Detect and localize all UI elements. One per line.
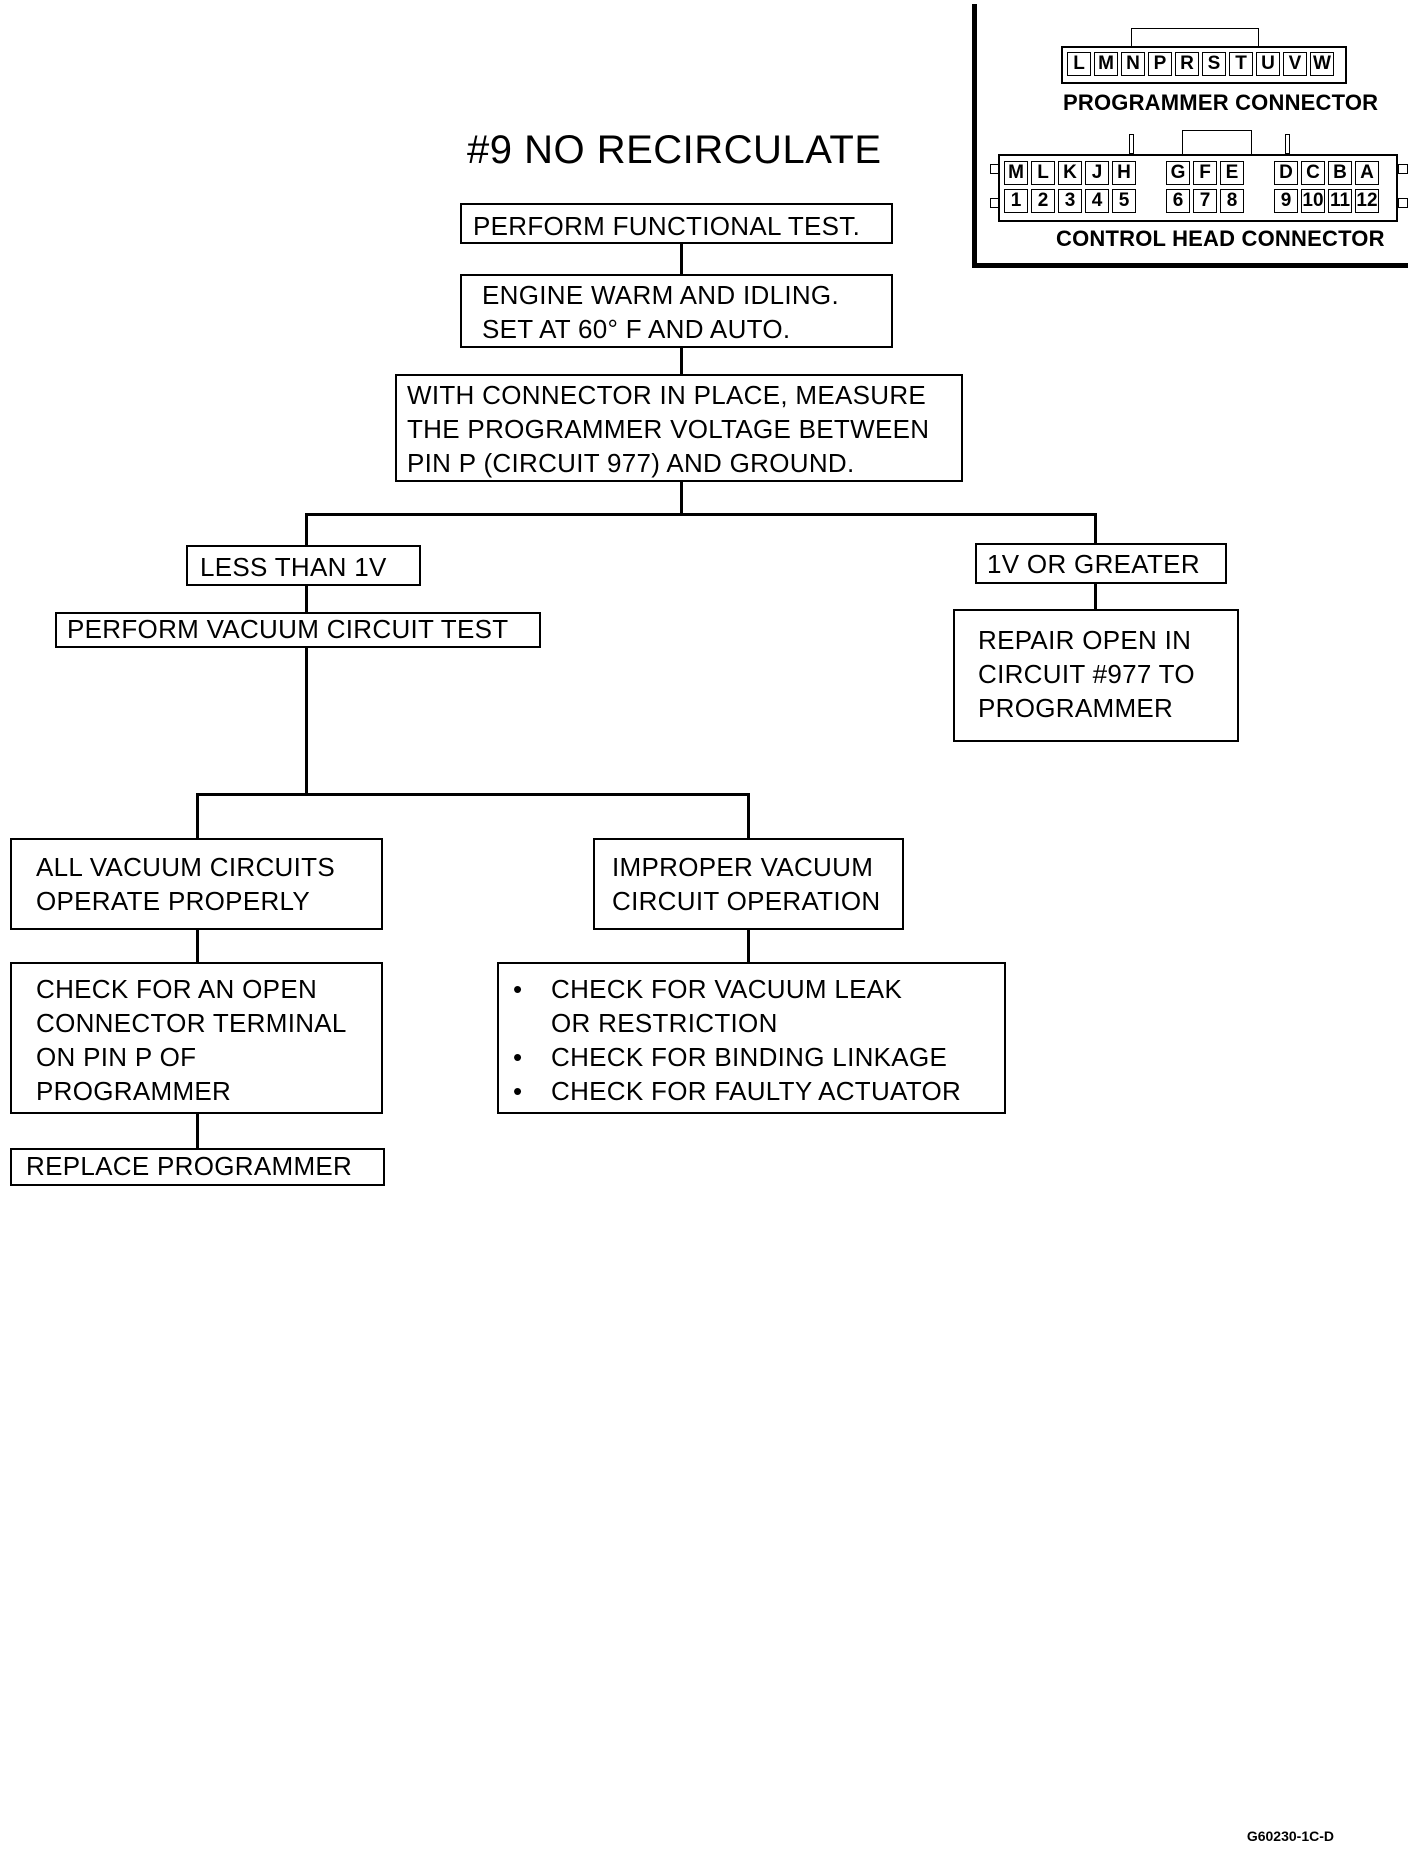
bullet-icon: • [513, 974, 523, 1004]
control-head-latch [1182, 130, 1252, 155]
programmer-pin: S [1202, 52, 1226, 76]
connector-line [305, 648, 308, 795]
programmer-pin: P [1148, 52, 1172, 76]
connector-line [747, 928, 750, 962]
check-open-terminal-box: CHECK FOR AN OPEN CONNECTOR TERMINAL ON … [10, 962, 383, 1114]
control-head-pin-number: 6 [1166, 189, 1190, 213]
bullet-icon: • [513, 1076, 523, 1106]
control-head-pin-letter: H [1112, 161, 1136, 185]
programmer-pin: N [1121, 52, 1145, 76]
measure-voltage-box: WITH CONNECTOR IN PLACE, MEASURE THE PRO… [395, 374, 963, 482]
control-head-pin-letter: D [1274, 161, 1298, 185]
control-head-pin-number [1247, 189, 1271, 213]
control-head-tab [990, 164, 1000, 174]
control-head-pin-number: 9 [1274, 189, 1298, 213]
less-than-1v-box: LESS THAN 1V [186, 545, 421, 586]
branch-line [196, 793, 749, 796]
list-item: •CHECK FOR FAULTY ACTUATOR [513, 1076, 962, 1106]
control-head-pin-letter: F [1193, 161, 1217, 185]
control-head-pin-letter: K [1058, 161, 1082, 185]
programmer-pin: R [1175, 52, 1199, 76]
control-head-pin-number: 8 [1220, 189, 1244, 213]
repair-open-box: REPAIR OPEN IN CIRCUIT #977 TO PROGRAMME… [953, 609, 1239, 742]
perform-functional-test-box: PERFORM FUNCTIONAL TEST. [460, 203, 893, 244]
control-head-pin-number: 2 [1031, 189, 1055, 213]
programmer-pin: U [1256, 52, 1280, 76]
control-head-shell [998, 154, 1398, 222]
control-head-key [1285, 134, 1290, 154]
programmer-pin: T [1229, 52, 1253, 76]
improper-operation-box: IMPROPER VACUUM CIRCUIT OPERATION [593, 838, 904, 930]
bullet-icon: • [513, 1042, 523, 1072]
programmer-pin: V [1283, 52, 1307, 76]
control-head-pin-letter: L [1031, 161, 1055, 185]
list-item: •CHECK FOR VACUUM LEAK [513, 974, 903, 1004]
control-head-pin-letter: C [1301, 161, 1325, 185]
perform-vacuum-test-box: PERFORM VACUUM CIRCUIT TEST [55, 612, 541, 648]
control-head-pin-letter: M [1004, 161, 1028, 185]
programmer-pin: M [1094, 52, 1118, 76]
control-head-connector-label: CONTROL HEAD CONNECTOR [1056, 226, 1385, 251]
control-head-pin-letter [1247, 161, 1271, 185]
connector-line [747, 793, 750, 841]
control-head-pin-letter: J [1085, 161, 1109, 185]
control-head-pin-number: 1 [1004, 189, 1028, 213]
control-head-pin-letter [1139, 161, 1163, 185]
control-head-key [1129, 134, 1134, 154]
list-item: OR RESTRICTION [551, 1008, 778, 1038]
connector-line [680, 240, 683, 277]
control-head-tab [1398, 198, 1408, 208]
connector-line [680, 345, 683, 377]
control-head-pin-letter: B [1328, 161, 1352, 185]
list-item: •CHECK FOR BINDING LINKAGE [513, 1042, 948, 1072]
vacuum-checks-box: •CHECK FOR VACUUM LEAK OR RESTRICTION •C… [497, 962, 1006, 1114]
control-head-pin-letter: E [1220, 161, 1244, 185]
replace-programmer-box: REPLACE PROGRAMMER [10, 1148, 385, 1186]
control-head-pin-number: 3 [1058, 189, 1082, 213]
programmer-pin: L [1067, 52, 1091, 76]
figure-code: G60230-1C-D [1246, 1828, 1334, 1844]
connector-line [196, 1111, 199, 1151]
programmer-connector-label: PROGRAMMER CONNECTOR [1063, 90, 1379, 115]
control-head-pin-number: 12 [1355, 189, 1379, 213]
control-head-pin-number: 5 [1112, 189, 1136, 213]
one-v-or-greater-box: 1V OR GREATER [975, 543, 1227, 584]
control-head-pin-number: 10 [1301, 189, 1325, 213]
control-head-tab [990, 198, 1000, 208]
control-head-pin-number: 11 [1328, 189, 1352, 213]
branch-line [305, 513, 1096, 516]
programmer-connector-latch [1131, 28, 1259, 47]
connector-line [1094, 513, 1097, 547]
programmer-pin: W [1310, 52, 1334, 76]
control-head-pin-letter: G [1166, 161, 1190, 185]
control-head-tab [1398, 164, 1408, 174]
engine-warm-box: ENGINE WARM AND IDLING. SET AT 60° F AND… [460, 274, 893, 348]
control-head-pin-number [1139, 189, 1163, 213]
programmer-connector-shell [1061, 46, 1347, 84]
control-head-pin-number: 4 [1085, 189, 1109, 213]
control-head-pin-letter: A [1355, 161, 1379, 185]
connector-line [196, 928, 199, 962]
control-head-pin-number: 7 [1193, 189, 1217, 213]
connector-line [305, 584, 308, 616]
connector-line [680, 482, 683, 514]
connector-line [1094, 584, 1097, 612]
all-circuits-ok-box: ALL VACUUM CIRCUITS OPERATE PROPERLY [10, 838, 383, 930]
connector-line [305, 513, 308, 550]
page-title: #9 NO RECIRCULATE [467, 128, 882, 172]
connector-line [196, 793, 199, 841]
